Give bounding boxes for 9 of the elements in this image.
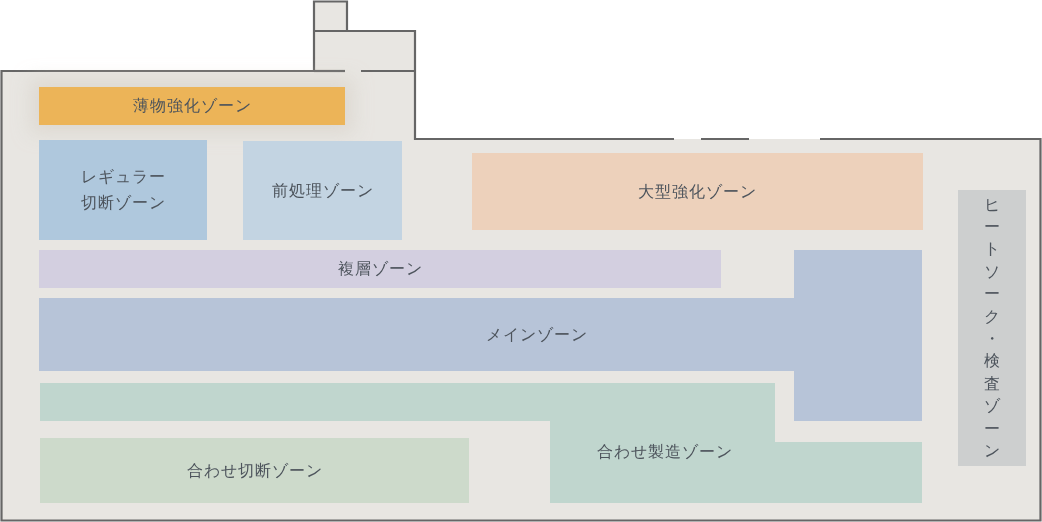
zone-area: 薄物強化ゾーン [39, 87, 345, 125]
zone-area: 大型強化ゾーン [472, 153, 923, 230]
zone-area: レギュラー切断ゾーン [39, 140, 207, 240]
zone-label: 合わせ製造ゾーン [597, 441, 733, 463]
zone-area: 合わせ切断ゾーン [40, 438, 469, 503]
zone-label: メインゾーン [486, 324, 588, 346]
zone-area: ヒートソーク・検査ゾーン [958, 190, 1026, 466]
zone-area: 複層ゾーン [39, 250, 721, 288]
zone-area: 前処理ゾーン [243, 141, 402, 240]
